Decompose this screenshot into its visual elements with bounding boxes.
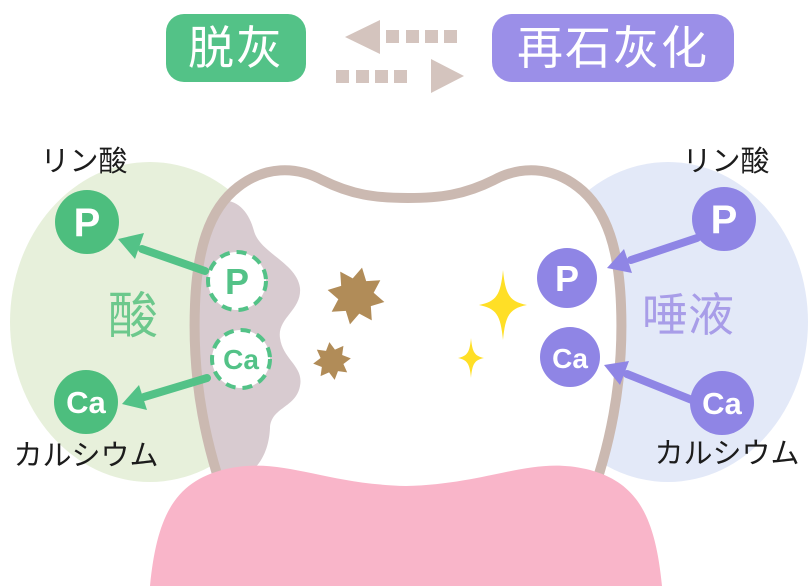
calcium-circle-dashed-ring: [210, 328, 272, 390]
phosphorus-circle-inner-right: P: [537, 248, 597, 308]
phosphorus-circle-dashed-symbol: P: [225, 261, 249, 302]
dash: [375, 70, 388, 83]
calcium-circle-inner-right-symbol: Ca: [552, 343, 588, 374]
phosphorus-circle-dashed: P: [206, 250, 268, 312]
calcium-circle-inner-right-fill: [540, 327, 600, 387]
remineralization-badge: [492, 14, 734, 82]
saliva-zone-label: 唾液: [642, 289, 734, 341]
demineralization-badge: [166, 14, 306, 82]
phosphorus-circle-inner-right-symbol: P: [555, 258, 579, 299]
release-arrow-phosphorus: [138, 245, 209, 275]
dashed-arrow-left-head: [345, 20, 380, 54]
phosphate-label-left: リン酸: [40, 145, 127, 178]
phosphorus-circle-dashed-ring: [206, 250, 268, 312]
acid-zone-label: 酸: [108, 288, 158, 344]
dash: [406, 30, 419, 43]
dash: [386, 30, 399, 43]
calcium-circle-dashed-symbol: Ca: [223, 344, 259, 375]
phosphorus-circle-outer-left-fill: [55, 190, 119, 254]
demineralization-badge-label: 脱灰: [188, 22, 284, 74]
dash: [425, 30, 438, 43]
calcium-label-left: カルシウム: [13, 440, 158, 472]
uptake-arrowhead-calcium-icon: [604, 361, 629, 385]
phosphorus-circle-outer-left-symbol: P: [74, 201, 101, 245]
phosphorus-circle-outer-right: P: [692, 187, 756, 251]
dashed-arrow-right-head: [431, 59, 464, 93]
gum: [150, 465, 662, 586]
phosphorus-circle-inner-right-fill: [537, 248, 597, 308]
release-arrow-calcium: [140, 374, 211, 401]
calcium-circle-outer-right-symbol: Ca: [702, 386, 742, 421]
uptake-arrow-calcium: [623, 370, 696, 404]
dash: [444, 30, 457, 43]
phosphate-label-right: リン酸: [682, 145, 769, 178]
uptake-arrow-phosphorus: [627, 234, 701, 264]
release-arrowhead-calcium-icon: [122, 385, 147, 410]
phosphorus-circle-outer-right-symbol: P: [711, 198, 738, 242]
calcium-circle-outer-left: Ca: [54, 370, 118, 434]
uptake-arrowhead-phosphorus-icon: [607, 249, 632, 273]
dash: [336, 70, 349, 83]
calcium-circle-inner-right: Ca: [540, 327, 600, 387]
phosphorus-circle-outer-left: P: [55, 190, 119, 254]
phosphorus-circle-outer-right-fill: [692, 187, 756, 251]
release-arrowhead-phosphorus-icon: [118, 233, 144, 259]
dash: [394, 70, 407, 83]
calcium-circle-outer-right-fill: [690, 371, 754, 435]
dashed-arrow-left-icon: [345, 20, 457, 54]
calcium-label-right: カルシウム: [654, 438, 799, 470]
calcium-circle-dashed: Ca: [210, 328, 272, 390]
calcium-circle-outer-right: Ca: [690, 371, 754, 435]
dash: [356, 70, 369, 83]
dashed-arrow-right-icon: [336, 59, 464, 93]
remineralization-badge-label: 再石灰化: [517, 22, 709, 74]
calcium-circle-outer-left-fill: [54, 370, 118, 434]
tooth-body: [194, 170, 622, 562]
calcium-circle-outer-left-symbol: Ca: [66, 385, 106, 420]
exchange-arrows: [336, 20, 464, 93]
